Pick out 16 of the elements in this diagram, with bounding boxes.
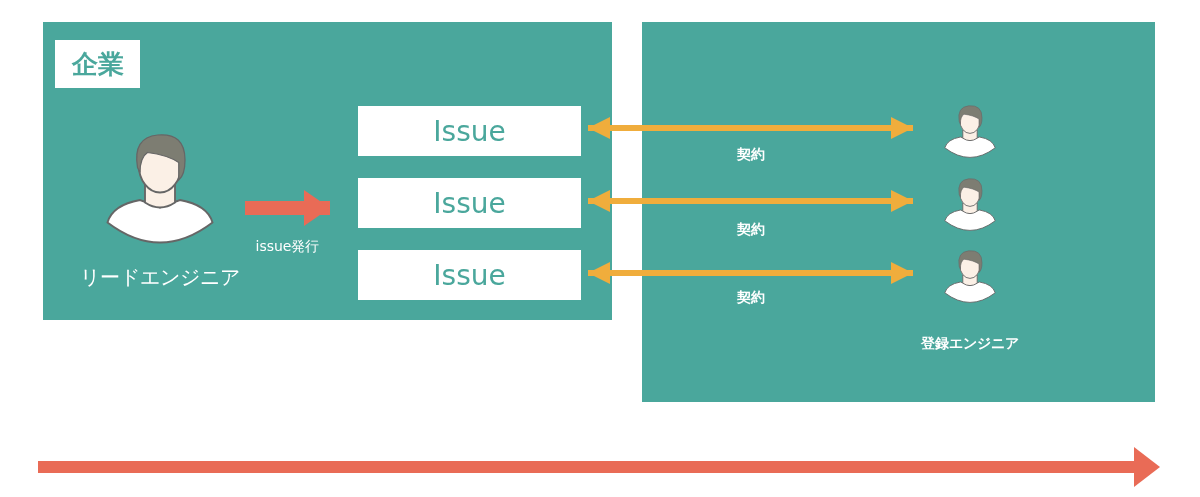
arrow [245, 190, 330, 226]
arrow [588, 117, 913, 139]
arrow [588, 262, 913, 284]
group-caption: 登録エンジニア [920, 335, 1020, 353]
issue-box: Issue [358, 250, 581, 300]
issue-box: Issue [358, 178, 581, 228]
edge-label: issue発行 [253, 238, 322, 254]
panel-heading: 企業 [55, 40, 140, 88]
edge-label: 契約 [734, 289, 767, 305]
panel [43, 22, 612, 320]
edge-label: 契約 [734, 146, 767, 162]
arrow [588, 190, 913, 212]
edge-label: 契約 [734, 221, 767, 237]
panel [642, 22, 1155, 402]
person-caption: リードエンジニア [79, 264, 241, 291]
issue-box: Issue [358, 106, 581, 156]
